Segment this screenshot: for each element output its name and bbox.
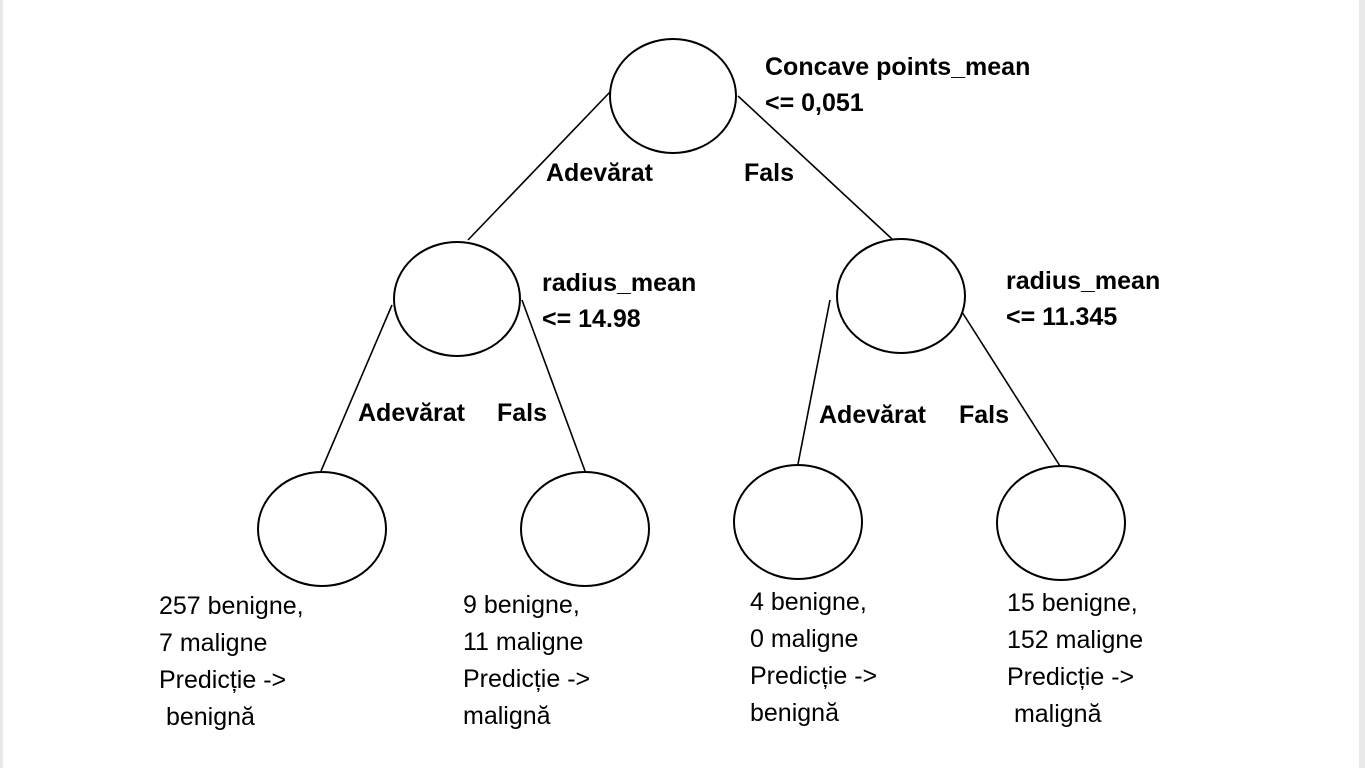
edge-left-leaf1 (320, 304, 393, 472)
leaf-2-benign-count: 9 benigne, (463, 591, 580, 619)
right-condition: radius_mean <= 11.345 (1006, 263, 1160, 335)
leaf-3-benign-count: 4 benigne, (750, 588, 867, 616)
leaf-3-prediction-label: Predicție -> (750, 662, 878, 690)
root-condition-feature: Concave points_mean (765, 53, 1031, 81)
right-node (836, 238, 966, 354)
edge-right-leaf3 (797, 299, 831, 465)
left-true-label: Adevărat (358, 399, 465, 427)
leaf-1-prediction-value: benignă (159, 703, 255, 731)
right-condition-feature: radius_mean (1006, 267, 1161, 295)
left-condition-threshold: <= 14.98 (542, 305, 641, 333)
root-false-label: Fals (744, 159, 795, 187)
leaf-3-prediction-value: benignă (750, 699, 839, 727)
leaf-4-benign-count: 15 benigne, (1007, 589, 1138, 617)
left-border (0, 0, 3, 768)
right-condition-threshold: <= 11.345 (1006, 303, 1118, 331)
leaf-1-benign-count: 257 benigne, (159, 592, 304, 620)
leaf-2-prediction-label: Predicție -> (463, 665, 591, 693)
root-condition: Concave points_mean <= 0,051 (765, 49, 1030, 121)
right-true-label: Adevărat (819, 401, 926, 429)
leaf-3-malign-count: 0 maligne (750, 625, 859, 653)
leaf-2-prediction-value: malignă (463, 702, 551, 730)
leaf-1-malign-count: 7 maligne (159, 629, 268, 657)
root-node (609, 38, 737, 154)
leaf-node-2 (520, 471, 650, 587)
edge-root-left (467, 91, 611, 241)
leaf-2-malign-count: 11 maligne (463, 628, 584, 656)
leaf-node-3 (733, 464, 863, 580)
leaf-1-summary: 257 benigne, 7 maligne Predicție -> beni… (159, 588, 304, 736)
root-true-label: Adevărat (546, 159, 653, 187)
leaf-1-prediction-label: Predicție -> (159, 666, 287, 694)
root-condition-threshold: <= 0,051 (765, 89, 864, 117)
leaf-2-summary: 9 benigne, 11 maligne Predicție -> malig… (463, 587, 590, 735)
right-border (1359, 0, 1365, 768)
leaf-4-prediction-label: Predicție -> (1007, 663, 1135, 691)
leaf-4-summary: 15 benigne, 152 maligne Predicție -> mal… (1007, 585, 1143, 733)
leaf-node-4 (996, 465, 1126, 581)
right-false-label: Fals (959, 401, 1010, 429)
leaf-4-prediction-value: malignă (1007, 700, 1102, 728)
leaf-4-malign-count: 152 maligne (1007, 626, 1144, 654)
edge-left-leaf2 (521, 299, 586, 472)
leaf-3-summary: 4 benigne, 0 maligne Predicție -> benign… (750, 584, 877, 732)
edge-root-right (737, 95, 893, 240)
left-node (393, 241, 521, 357)
leaf-node-1 (257, 471, 387, 587)
edge-right-leaf4 (961, 311, 1061, 467)
left-condition: radius_mean <= 14.98 (542, 265, 696, 337)
left-condition-feature: radius_mean (542, 269, 697, 297)
left-false-label: Fals (497, 399, 548, 427)
